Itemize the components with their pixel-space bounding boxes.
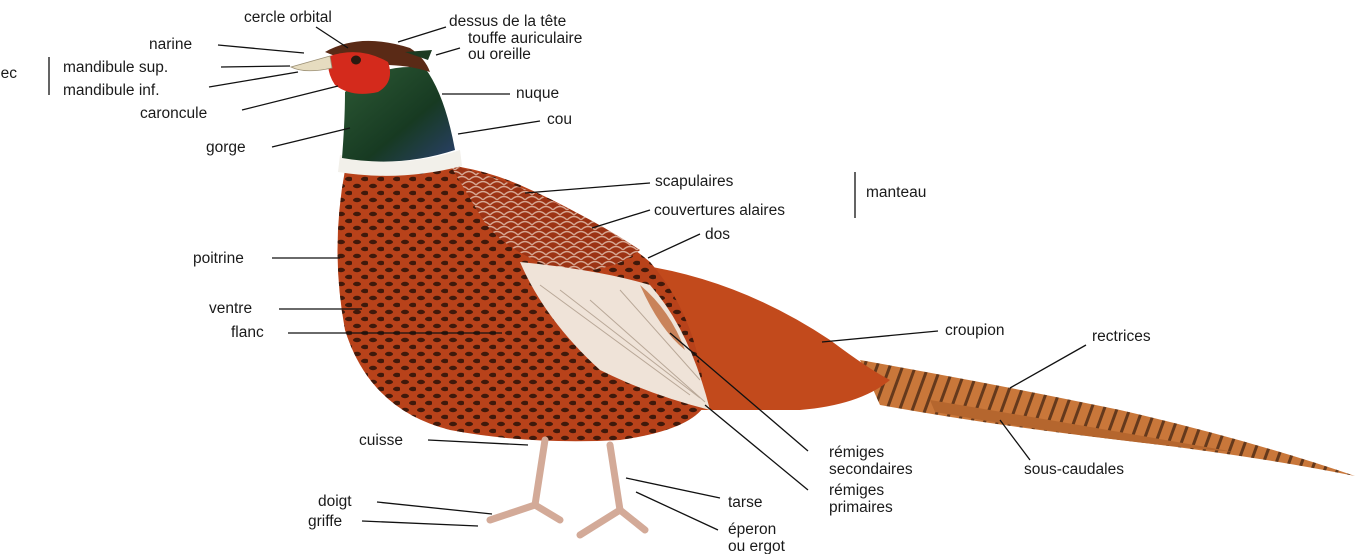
label-cuisse: cuisse [359, 432, 403, 449]
label-manteau: manteau [866, 184, 926, 201]
label-narine: narine [149, 36, 192, 53]
label-sous-caudales: sous-caudales [1024, 461, 1124, 478]
label-remiges-sec-1: rémiges [829, 444, 884, 461]
label-nuque: nuque [516, 85, 559, 102]
label-dessus-tete: dessus de la tête [449, 13, 566, 30]
pheasant-illustration [291, 41, 1355, 535]
label-eperon-2: ou ergot [728, 538, 786, 554]
label-mandibule-sup: mandibule sup. [63, 59, 168, 76]
label-mandibule-inf: mandibule inf. [63, 82, 160, 99]
label-flanc: flanc [231, 324, 264, 341]
label-caroncule: caroncule [140, 105, 207, 122]
label-bec: bec [0, 65, 17, 82]
label-touffe-1: touffe auriculaire [468, 30, 582, 47]
label-dos: dos [705, 226, 730, 243]
label-touffe-2: ou oreille [468, 46, 531, 63]
label-croupion: croupion [945, 322, 1004, 339]
label-rectrices: rectrices [1092, 328, 1151, 345]
label-cou: cou [547, 111, 572, 128]
label-doigt: doigt [318, 493, 352, 510]
label-gorge: gorge [206, 139, 246, 156]
label-scapulaires: scapulaires [655, 173, 734, 190]
label-cercle-orbital: cercle orbital [244, 9, 332, 26]
eye [351, 56, 361, 65]
label-remiges-prim-1: rémiges [829, 482, 884, 499]
label-remiges-prim-2: primaires [829, 499, 893, 516]
label-tarse: tarse [728, 494, 762, 511]
legs [490, 440, 645, 535]
label-griffe: griffe [308, 513, 342, 530]
label-remiges-sec-2: secondaires [829, 461, 913, 478]
label-ventre: ventre [209, 300, 252, 317]
beak [291, 56, 332, 71]
label-poitrine: poitrine [193, 250, 244, 267]
label-couvertures: couvertures alaires [654, 202, 785, 219]
label-eperon-1: éperon [728, 521, 776, 538]
tail-bars [860, 360, 1355, 476]
